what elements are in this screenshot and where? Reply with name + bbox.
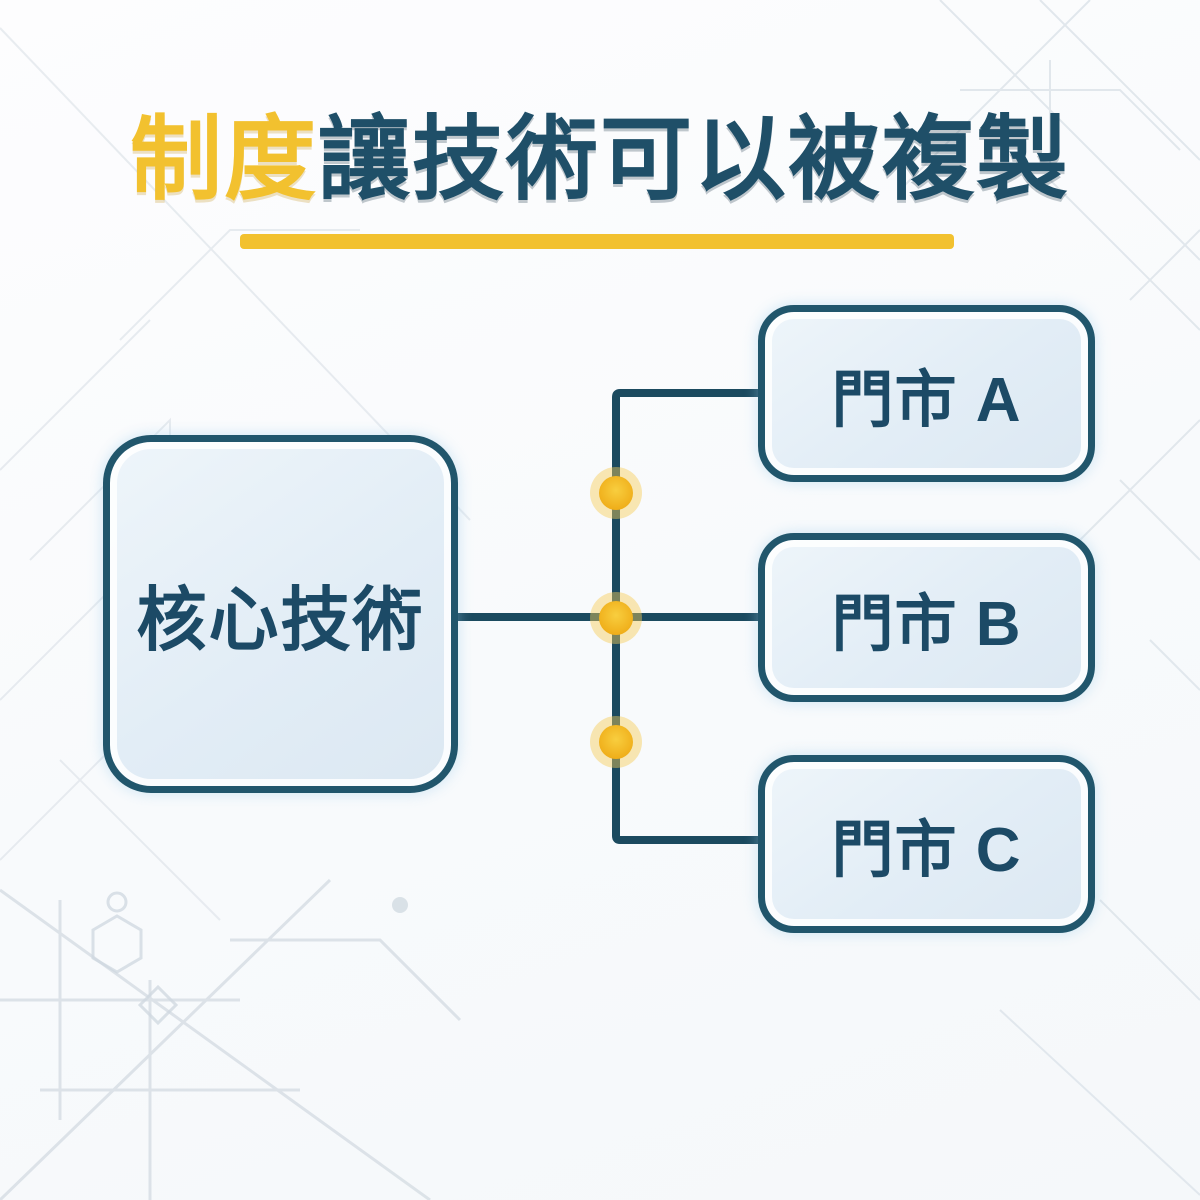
node-label: 門市 B: [831, 589, 1022, 659]
connector-dot: [590, 467, 642, 519]
connector-dot: [590, 592, 642, 644]
node-label: 門市 C: [831, 816, 1022, 885]
node-label: 門市 A: [831, 365, 1022, 435]
node-store-b: 門市 B: [758, 533, 1095, 702]
page-title: 制度讓技術可以被複製: [0, 112, 1200, 209]
title-highlight: 制度: [129, 109, 318, 211]
title-rest: 讓技術可以被複製: [318, 109, 1071, 211]
connector-dot: [590, 716, 642, 768]
node-core-technology: 核心技術: [103, 435, 458, 793]
node-store-a: 門市 A: [758, 305, 1095, 482]
title-underline: [240, 234, 954, 249]
node-label: 核心技術: [136, 580, 425, 659]
node-store-c: 門市 C: [758, 755, 1095, 933]
